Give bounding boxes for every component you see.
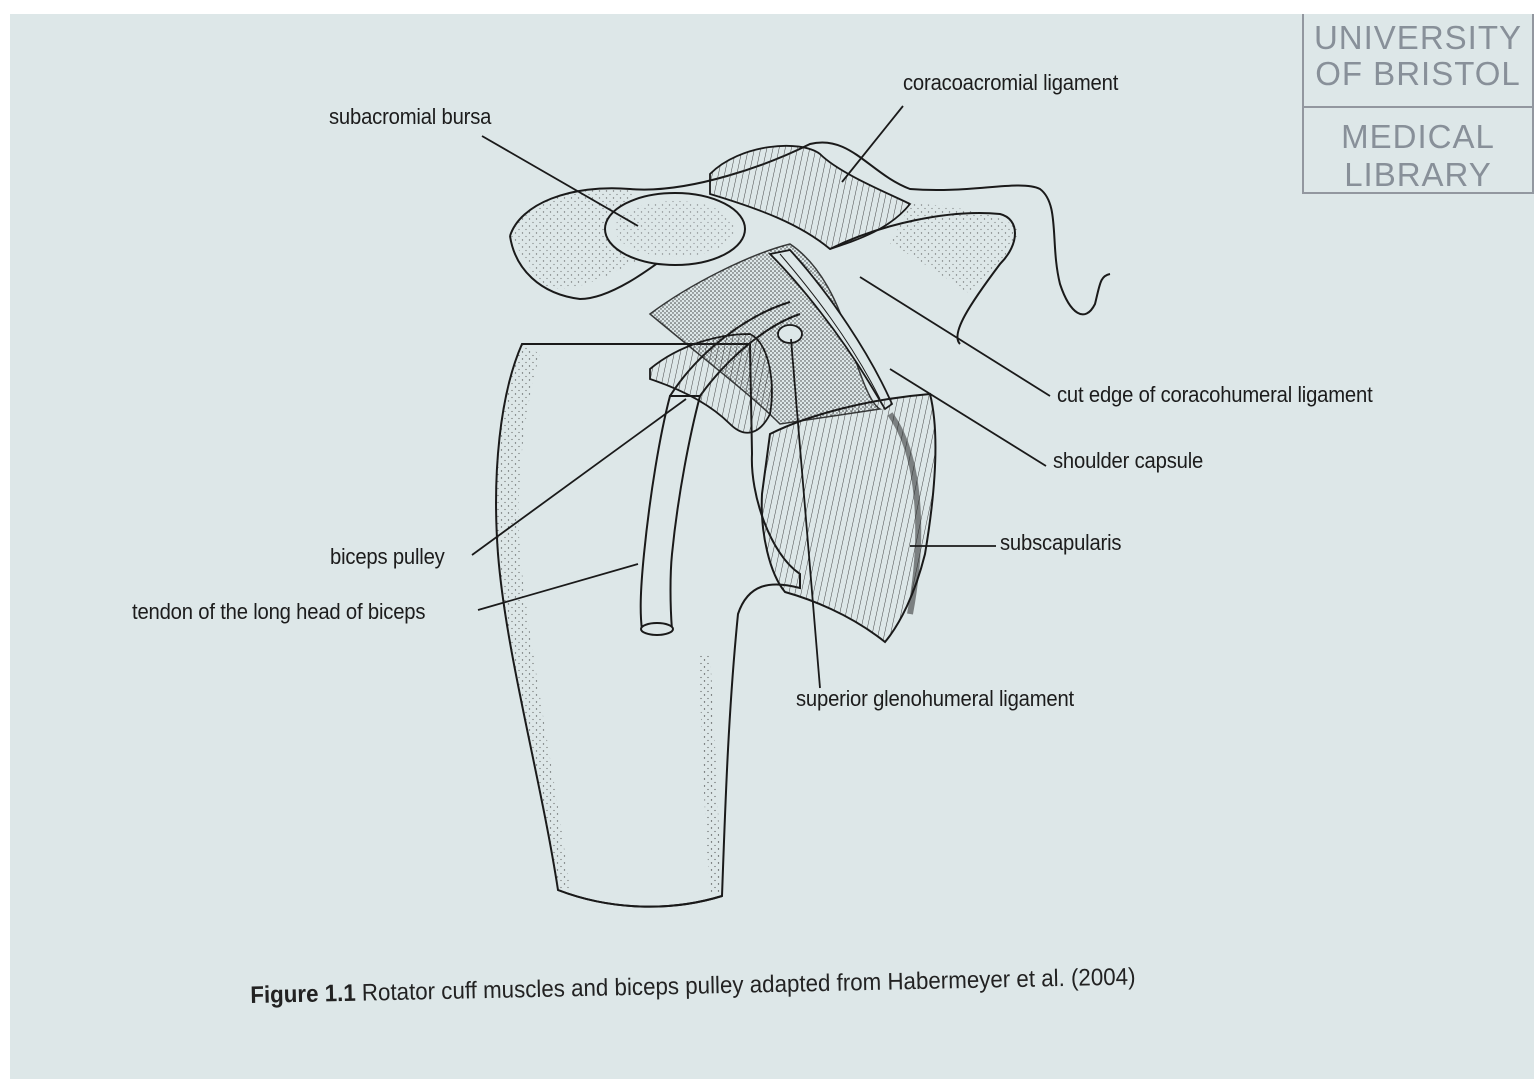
leader-coracoacromial-ligament — [842, 106, 903, 182]
document-page: UNIVERSITY OF BRISTOL MEDICAL LIBRARY — [10, 14, 1534, 1079]
label-tendon-long-head-biceps: tendon of the long head of biceps — [132, 599, 425, 625]
figure-number: Figure 1.1 — [250, 980, 356, 1009]
shoulder-anatomy-illustration — [10, 14, 1534, 1079]
label-cut-edge-coracohumeral: cut edge of coracohumeral ligament — [1057, 382, 1373, 408]
label-biceps-pulley: biceps pulley — [330, 544, 445, 570]
label-superior-glenohumeral-ligament: superior glenohumeral ligament — [796, 686, 1074, 712]
label-shoulder-capsule: shoulder capsule — [1053, 448, 1203, 474]
label-subacromial-bursa: subacromial bursa — [329, 104, 491, 130]
label-coracoacromial-ligament: coracoacromial ligament — [903, 70, 1118, 96]
label-subscapularis: subscapularis — [1000, 530, 1121, 556]
leader-cut-edge — [860, 277, 1050, 396]
